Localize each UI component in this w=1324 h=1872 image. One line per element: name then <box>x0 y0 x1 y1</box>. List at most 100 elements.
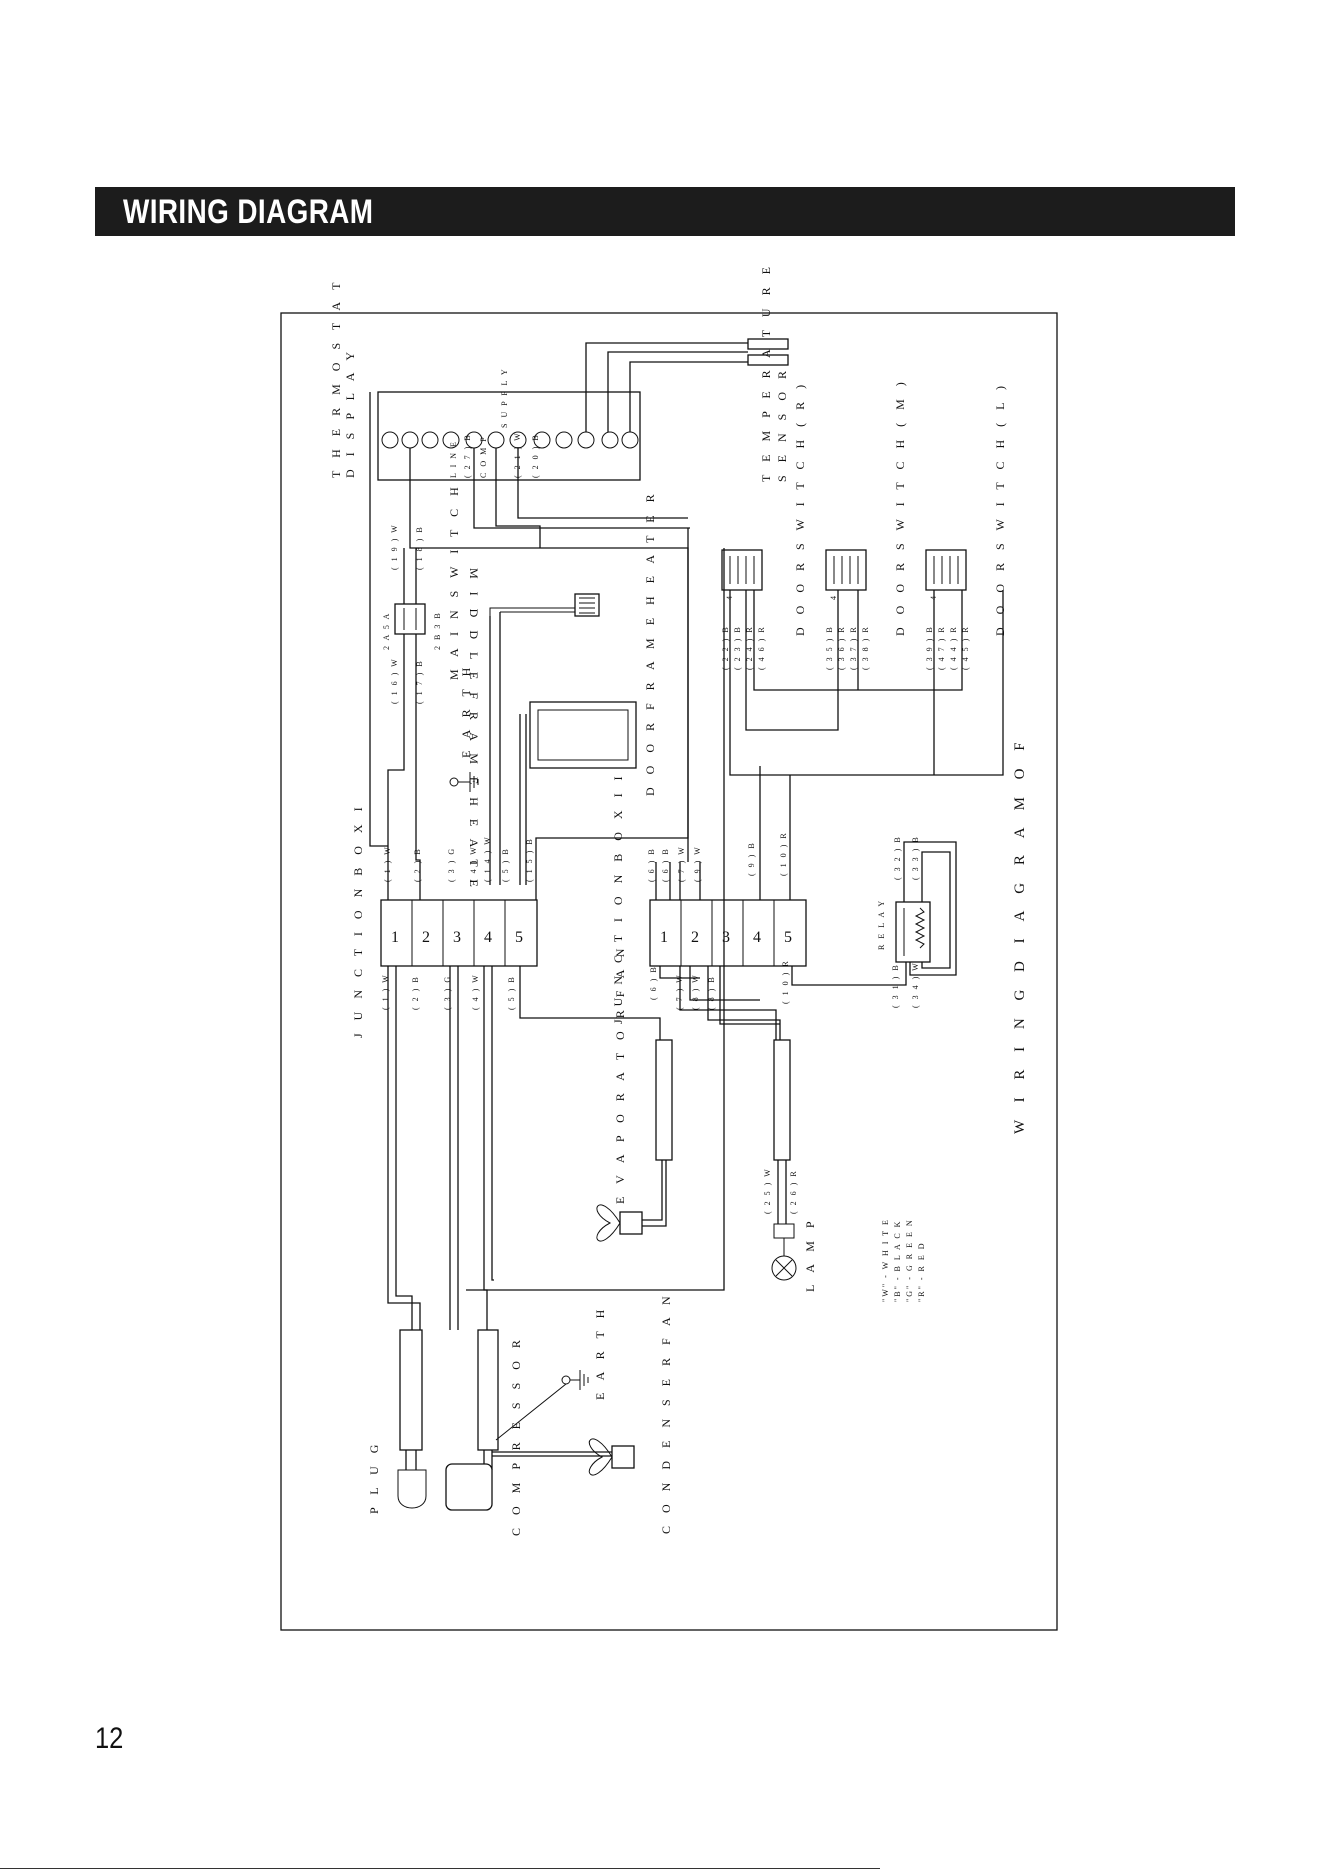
temperature-sensor: T E M P E R A T U R E S E N S O R <box>585 262 789 482</box>
door-switch-l: 4 D O O R S W I T C H ( L ) ( 3 9 ) B ( … <box>925 381 1007 670</box>
relay-code-31: ( 3 1 ) B <box>891 963 900 1008</box>
jb1-terminal-2: 2 <box>422 929 430 946</box>
legend-white: "W" - W H I T E <box>881 1218 890 1302</box>
thermostat-display: T H E R M O S T A T D I S P L A Y S U P … <box>329 278 641 481</box>
jb1-top-code-2: ( 2 ) B <box>413 847 422 882</box>
thermostat-code-20: ( 2 0 ) B <box>531 433 540 478</box>
jb2-terminal-3: 3 <box>722 929 730 946</box>
earth-top: E A R T H <box>449 663 479 792</box>
condenser-fan: C O N D E N S E R F A N <box>492 1291 673 1534</box>
section-title: WIRING DIAGRAM <box>123 193 374 231</box>
legend-green: "G" - G R E E N <box>905 1218 914 1302</box>
junction-box-1: 1 2 3 4 5 J U N C T I O N B O X I ( 1 ) … <box>351 802 538 1038</box>
relay: R E L A Y ( 3 2 ) B ( 3 3 ) B ( 3 1 ) B … <box>877 835 957 1008</box>
jb1-bottom-code-2: ( 2 ) B <box>411 975 420 1010</box>
thermostat-label: T H E R M O S T A T <box>329 278 343 478</box>
middle-frame-heater-label: M I D D L E F R A M E H E A T E R <box>467 568 481 913</box>
jb1-top-code-3: ( 3 ) G <box>447 847 456 882</box>
lamp: L A M P ( 2 5 ) W ( 2 6 ) R <box>763 1039 817 1292</box>
door-switch-r: 4 D O O R S W I T C H ( R ) ( 2 2 ) B ( … <box>721 380 807 670</box>
supply-label: S U P P L Y <box>500 367 509 428</box>
earth-top-label: E A R T H <box>459 663 473 758</box>
temperature-label: T E M P E R A T U R E <box>759 262 773 482</box>
jb2-top-code-7: ( 7 ) W <box>677 845 686 882</box>
door-frame-heater-label: D O O R F R A M E H E A T E R <box>643 489 657 796</box>
door-frame-heater: D O O R F R A M E H E A T E R <box>529 489 657 796</box>
legend-black: "B" - B L A C K <box>893 1220 902 1302</box>
comp-label: C O M P <box>479 435 488 478</box>
jb1-terminal-3: 3 <box>453 929 461 946</box>
relay-code-33: ( 3 3 ) B <box>911 835 920 880</box>
jb1-terminal-1: 1 <box>391 929 399 946</box>
main-switch-label: M A I N S W I T C H <box>447 482 461 680</box>
door-switch-m-code-35: ( 3 5 ) B <box>825 625 834 670</box>
lamp-code-26: ( 2 6 ) R <box>789 1169 798 1214</box>
jb2-top-code-6a: ( 6 ) B <box>647 847 656 882</box>
main-switch: 2 A 5 A 2 B 3 B ( 1 9 ) W ( 1 8 ) B ( 1 … <box>382 482 461 704</box>
door-switch-r-code-24: ( 2 4 ) R <box>745 625 754 670</box>
main-switch-code-17: ( 1 7 ) B <box>415 659 424 704</box>
jb1-top-code-4: ( 4 ) W <box>469 845 478 882</box>
door-switch-r-code-46: ( 4 6 ) R <box>757 625 766 670</box>
legend-red: "R" - R E D <box>917 1241 926 1302</box>
jb2-bottom-code-6: ( 6 ) B <box>649 965 658 1000</box>
jb2-top-code-9b: ( 9 ) B <box>747 841 756 876</box>
diagram-title: W I R I N G D I A G R A M O F <box>1012 735 1028 1134</box>
switch-rating-b: 2 B 3 B <box>433 611 442 650</box>
jb2-terminal-1: 1 <box>660 929 668 946</box>
jb2-bottom-code-8b: ( 8 ) B <box>707 975 716 1010</box>
jb2-top-code-10: ( 1 0 ) R <box>779 831 788 876</box>
jb1-bottom-code-1: ( 1 ) W <box>381 973 390 1010</box>
junction-box-1-label: J U N C T I O N B O X I <box>351 802 365 1038</box>
door-switch-m-label: D O O R S W I T C H ( M ) <box>893 377 907 636</box>
section-header-bar: WIRING DIAGRAM <box>95 187 1235 236</box>
jb1-top-code-15: ( 1 5 ) B <box>525 837 534 882</box>
relay-code-34: ( 3 4 ) W <box>911 961 920 1008</box>
door-switch-l-code-44: ( 4 4 ) R <box>949 625 958 670</box>
bottom-rule <box>0 1868 880 1869</box>
main-switch-code-19: ( 1 9 ) W <box>390 523 399 570</box>
door-switch-r-code-23: ( 2 3 ) B <box>733 625 742 670</box>
evaporator-fan: E V A P O R A T O R F A N <box>596 944 673 1242</box>
jb1-bottom-code-4: ( 4 ) W <box>471 973 480 1010</box>
door-switch-wiring <box>729 590 1004 862</box>
display-label: D I S P L A Y <box>343 347 357 478</box>
jb2-terminal-5: 5 <box>784 929 792 946</box>
middle-frame-heater: M I D D L E F R A M E H E A T E R <box>467 568 600 913</box>
door-switch-m-code-38: ( 3 8 ) R <box>861 625 870 670</box>
relay-code-32: ( 3 2 ) B <box>893 835 902 880</box>
switch-rating-a: 2 A 5 A <box>382 612 391 650</box>
compressor: C O M P R E S S O R <box>445 1329 523 1536</box>
relay-label: R E L A Y <box>877 899 886 950</box>
jb1-bottom-code-3: ( 3 ) G <box>443 975 452 1010</box>
jb1-top-code-14: ( 1 4 ) W <box>483 835 492 882</box>
main-switch-code-16: ( 1 6 ) W <box>390 657 399 704</box>
compressor-label: C O M P R E S S O R <box>509 1335 523 1536</box>
jb2-terminal-2: 2 <box>691 929 699 946</box>
door-switch-l-code-47: ( 4 7 ) R <box>937 625 946 670</box>
door-switch-r-label: D O O R S W I T C H ( R ) <box>793 380 807 636</box>
sensor-label: S E N S O R <box>775 366 789 482</box>
jb2-bottom-code-8w: ( 8 ) W <box>691 973 700 1010</box>
condenser-fan-label: C O N D E N S E R F A N <box>659 1291 673 1534</box>
door-switch-m-code-37: ( 3 7 ) R <box>849 625 858 670</box>
jb2-top-code-9w: ( 9 ) W <box>693 845 702 882</box>
earth-bottom-label: E A R T H <box>593 1305 607 1400</box>
door-switch-m: 4 D O O R S W I T C H ( M ) ( 3 5 ) B ( … <box>825 377 907 670</box>
lamp-code-25: ( 2 5 ) W <box>763 1167 772 1214</box>
plug: P L U G <box>367 1329 427 1514</box>
jb1-terminal-4: 4 <box>484 929 492 946</box>
door-switch-m-pin-4: 4 <box>829 594 838 600</box>
jb1-bottom-code-5: ( 5 ) B <box>507 975 516 1010</box>
jb1-top-code-5: ( 5 ) B <box>501 847 510 882</box>
earth-bottom: E A R T H <box>495 1305 607 1441</box>
lamp-label: L A M P <box>803 1216 817 1292</box>
junction-box-2-label: J U N C T I O N B O X I I <box>611 771 625 1024</box>
door-switch-l-label: D O O R S W I T C H ( L ) <box>993 381 1007 636</box>
plug-label: P L U G <box>367 1440 381 1514</box>
evaporator-fan-label: E V A P O R A T O R F A N <box>613 944 627 1204</box>
thermostat-code-27: ( 2 7 ) B <box>463 433 472 478</box>
jb1-terminal-5: 5 <box>515 929 523 946</box>
page-number: 12 <box>95 1722 124 1755</box>
